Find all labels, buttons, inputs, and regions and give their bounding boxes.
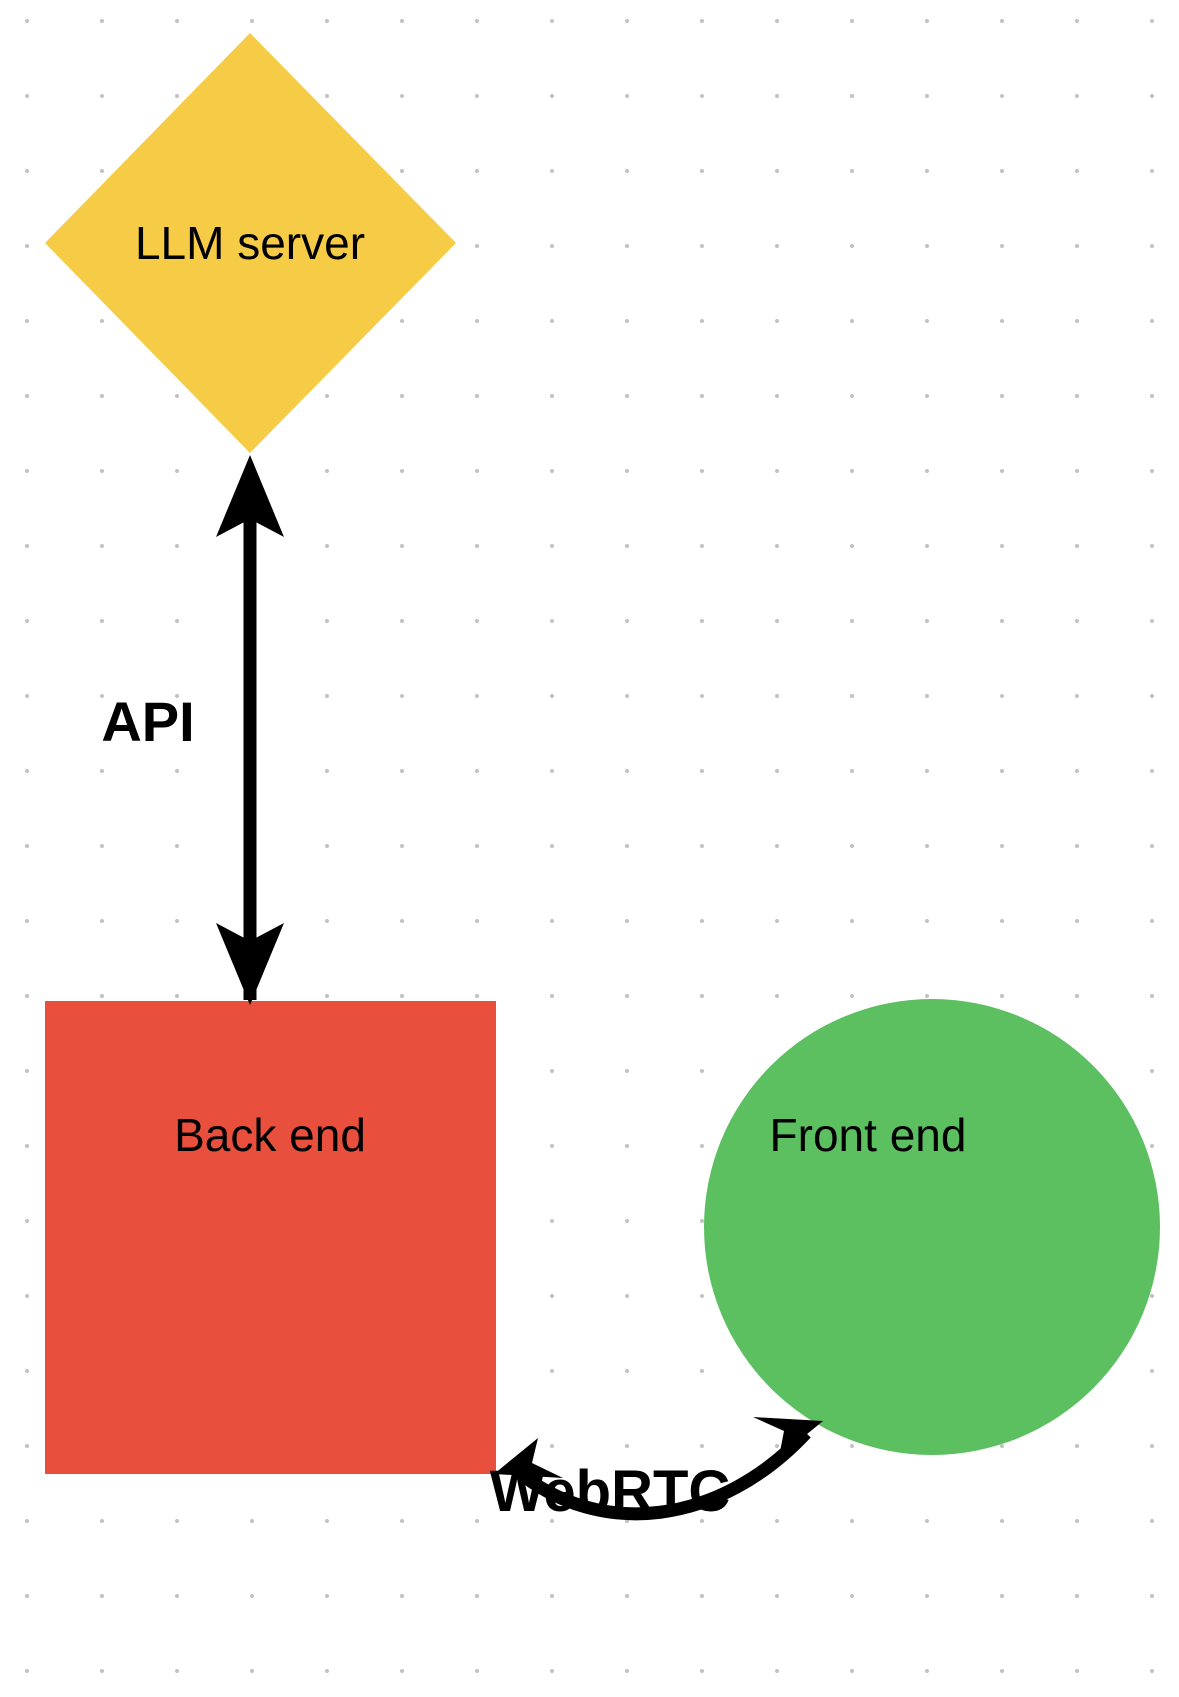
edge-api-arrowhead-down — [216, 923, 284, 1005]
node-front-end[interactable] — [704, 999, 1160, 1455]
edge-webrtc-arrowhead-left — [494, 1438, 563, 1478]
node-back-end[interactable] — [45, 1001, 496, 1474]
edge-webrtc-curve — [511, 1428, 811, 1521]
edge-api-arrowhead-up — [216, 455, 284, 537]
node-llm-server[interactable] — [45, 33, 456, 453]
edge-label-webrtc: WebRTC — [489, 1459, 731, 1524]
edge-webrtc-arrowhead-right — [753, 1417, 823, 1457]
edge-webrtc-arrow[interactable] — [494, 1417, 823, 1521]
edge-api-arrow[interactable] — [216, 455, 284, 1005]
edge-label-api: API — [101, 690, 195, 753]
